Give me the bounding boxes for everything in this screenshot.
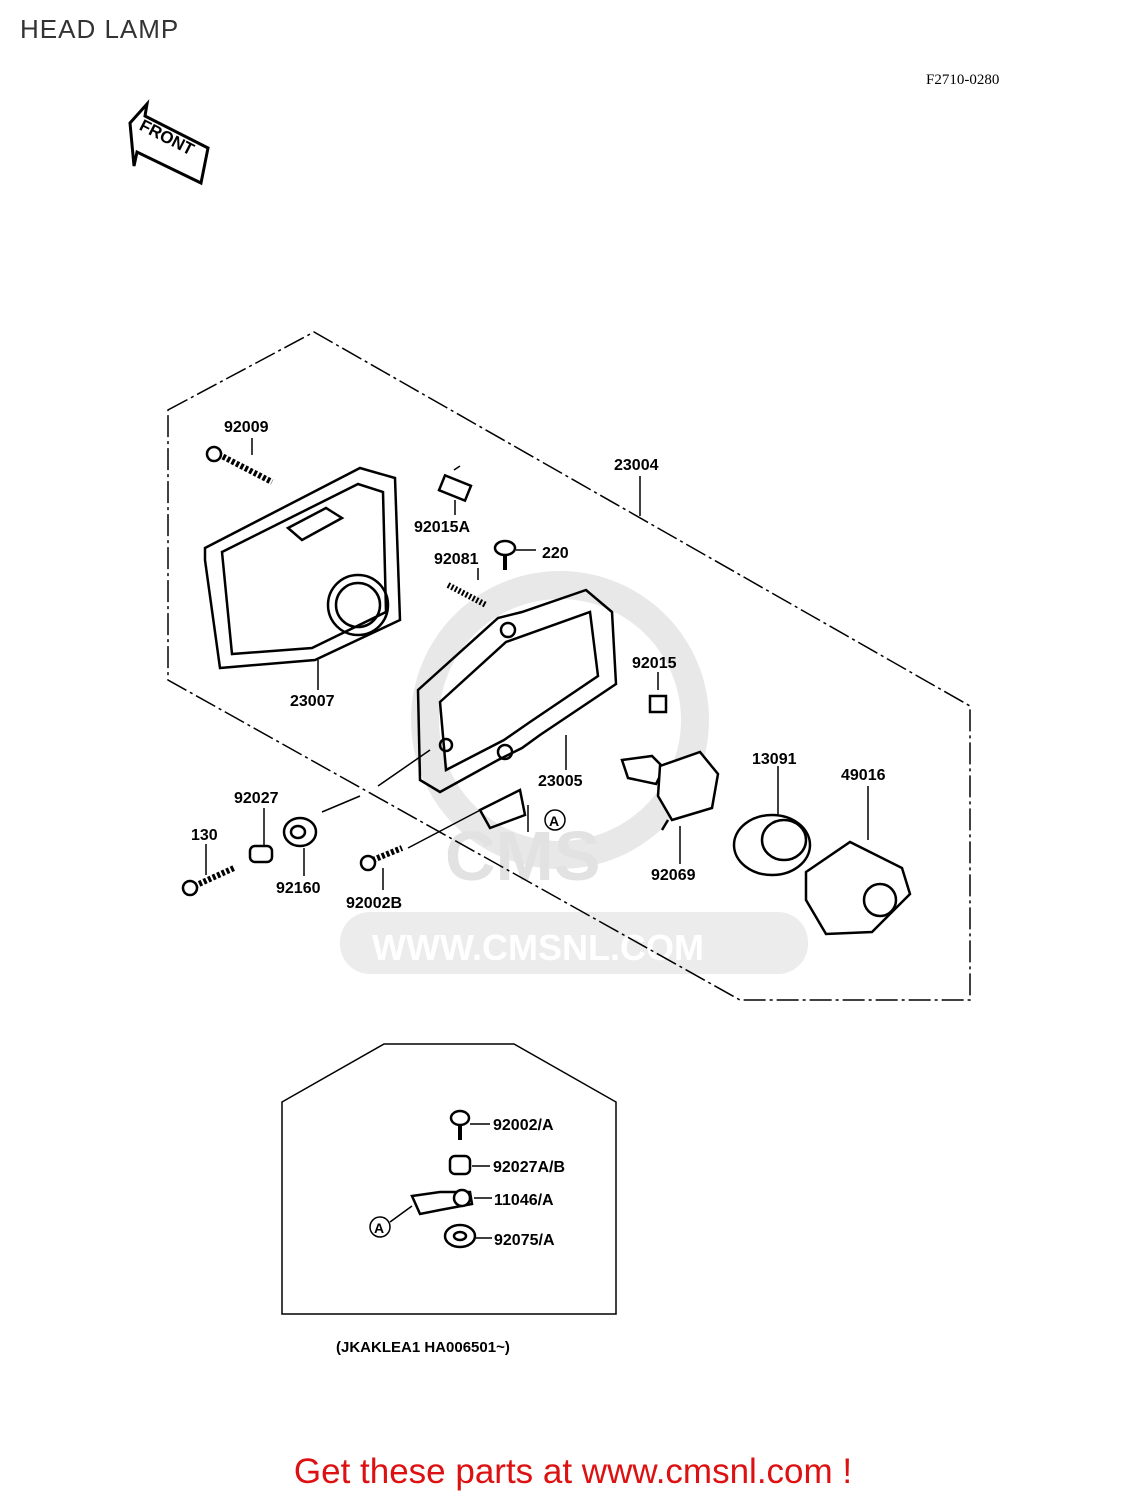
spring-92081-drawing bbox=[446, 582, 488, 608]
part-label: 92027 bbox=[234, 790, 279, 807]
part-label: 92009 bbox=[224, 419, 269, 436]
screw-220-drawing bbox=[493, 539, 517, 570]
part-label: 23007 bbox=[290, 693, 335, 710]
svg-text:A: A bbox=[374, 1220, 384, 1236]
assembly-boundary bbox=[167, 331, 971, 1001]
inset-ref-marker-a: A bbox=[369, 1216, 391, 1238]
part-label: 23004 bbox=[614, 457, 659, 474]
part-label: 92002B bbox=[346, 895, 402, 912]
watermark-url: WWW.CMSNL.COM bbox=[372, 927, 704, 968]
clip-92015a-drawing bbox=[437, 473, 473, 503]
bolt-130-drawing bbox=[181, 865, 236, 897]
inset-leaders bbox=[389, 1123, 492, 1239]
screw-92009-drawing bbox=[205, 445, 274, 485]
front-arrow: FRONT bbox=[128, 99, 210, 186]
part-label: 92015 bbox=[632, 655, 677, 672]
inset-part-label: 92075/A bbox=[494, 1232, 555, 1249]
page-title: HEAD LAMP bbox=[20, 14, 180, 44]
figure-code: F2710-0280 bbox=[926, 72, 1000, 88]
part-label: 92160 bbox=[276, 880, 321, 897]
inset-drawings bbox=[410, 1109, 477, 1249]
part-label: 49016 bbox=[841, 767, 886, 784]
part-label: 92081 bbox=[434, 551, 479, 568]
part-label: 92015A bbox=[414, 519, 470, 536]
frame-number-note: (JKAKLEA1 HA006501~) bbox=[336, 1339, 510, 1356]
inset-part-label: 11046/A bbox=[494, 1192, 554, 1209]
footer-link[interactable]: Get these parts at www.cmsnl.com ! bbox=[293, 1452, 853, 1491]
inset-part-label: 92002/A bbox=[493, 1117, 554, 1134]
part-label: 92069 bbox=[651, 867, 696, 884]
part-label: 220 bbox=[542, 545, 569, 562]
headlamp-unit-drawing bbox=[203, 466, 402, 670]
leader-lines bbox=[205, 438, 869, 890]
part-label: 23005 bbox=[538, 773, 583, 790]
watermark-brand: CMS bbox=[445, 817, 601, 895]
nut-92015-drawing bbox=[648, 694, 668, 714]
inset-boundary bbox=[281, 1043, 617, 1315]
socket-13091-drawing bbox=[732, 813, 812, 877]
cover-49016-drawing bbox=[804, 840, 912, 936]
bulb-92069-drawing bbox=[620, 750, 720, 831]
svg-text:A: A bbox=[549, 813, 559, 829]
inset-part-label: 92027A/B bbox=[493, 1159, 565, 1176]
ref-marker-a: A bbox=[544, 809, 566, 831]
collar-92027-drawing bbox=[248, 844, 274, 864]
watermark: CMS WWW.CMSNL.COM bbox=[340, 571, 808, 974]
part-label: 13091 bbox=[752, 751, 797, 768]
part-label: 130 bbox=[191, 827, 218, 844]
grommet-92160-drawing bbox=[282, 816, 318, 848]
bolt-92002b-drawing bbox=[359, 845, 404, 872]
frame-23005-drawing bbox=[416, 588, 618, 830]
